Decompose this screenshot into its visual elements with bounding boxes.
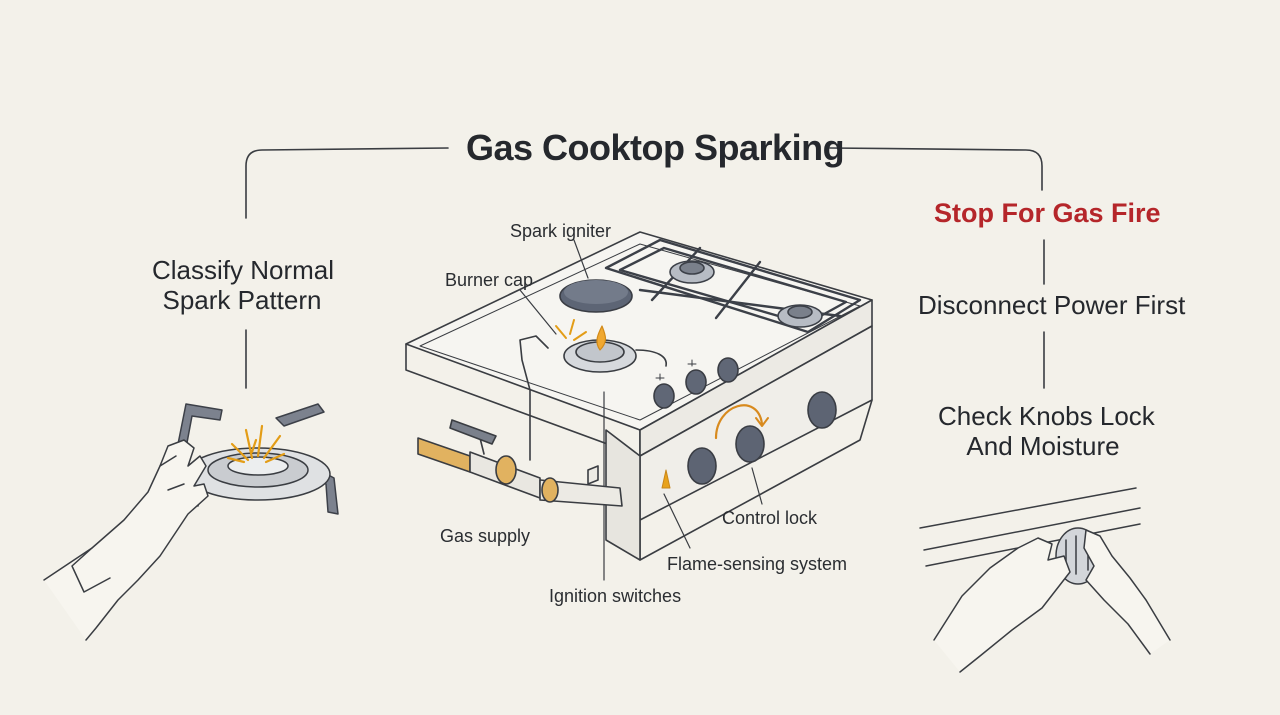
warning-text: Stop For Gas Fire bbox=[934, 198, 1161, 228]
hand-outline bbox=[933, 537, 1071, 673]
gas-supply-pipe bbox=[417, 419, 623, 507]
right-step-2-line-2: And Moisture bbox=[966, 430, 1120, 461]
right-step-2: Check Knobs Lock And Moisture bbox=[938, 401, 1155, 462]
rear-burner-icon bbox=[669, 260, 823, 328]
spark-icon bbox=[226, 424, 286, 464]
top-knobs bbox=[653, 357, 739, 409]
flame-icon bbox=[596, 325, 607, 351]
page-title: Gas Cooktop Sparking bbox=[466, 127, 845, 168]
spark-icon bbox=[555, 319, 587, 341]
front-knobs bbox=[687, 391, 837, 485]
rotate-arrow-icon bbox=[714, 404, 764, 440]
label-spark-igniter: Spark igniter bbox=[510, 221, 612, 241]
cooktop-illustration bbox=[405, 231, 873, 581]
label-ignition-switches: Ignition switches bbox=[549, 586, 682, 606]
hands-knob-illustration bbox=[919, 487, 1171, 673]
hand-outline bbox=[1083, 529, 1171, 655]
hand-outline bbox=[43, 439, 209, 641]
left-step-line-1: Classify Normal bbox=[152, 255, 335, 285]
right-step-2-line-1: Check Knobs Lock bbox=[938, 401, 1155, 431]
title-connector-lines bbox=[245, 147, 1045, 389]
label-flame-sensing-system: Flame-sensing system bbox=[667, 554, 848, 574]
label-control-lock: Control lock bbox=[722, 508, 818, 528]
label-gas-supply: Gas supply bbox=[440, 526, 531, 546]
left-step-line-2: Spark Pattern bbox=[162, 284, 322, 315]
label-burner-cap: Burner cap bbox=[445, 270, 534, 290]
hand-burner-illustration bbox=[43, 403, 339, 641]
right-step-1: Disconnect Power First bbox=[918, 290, 1186, 320]
left-step-text: Classify Normal Spark Pattern bbox=[152, 255, 335, 316]
